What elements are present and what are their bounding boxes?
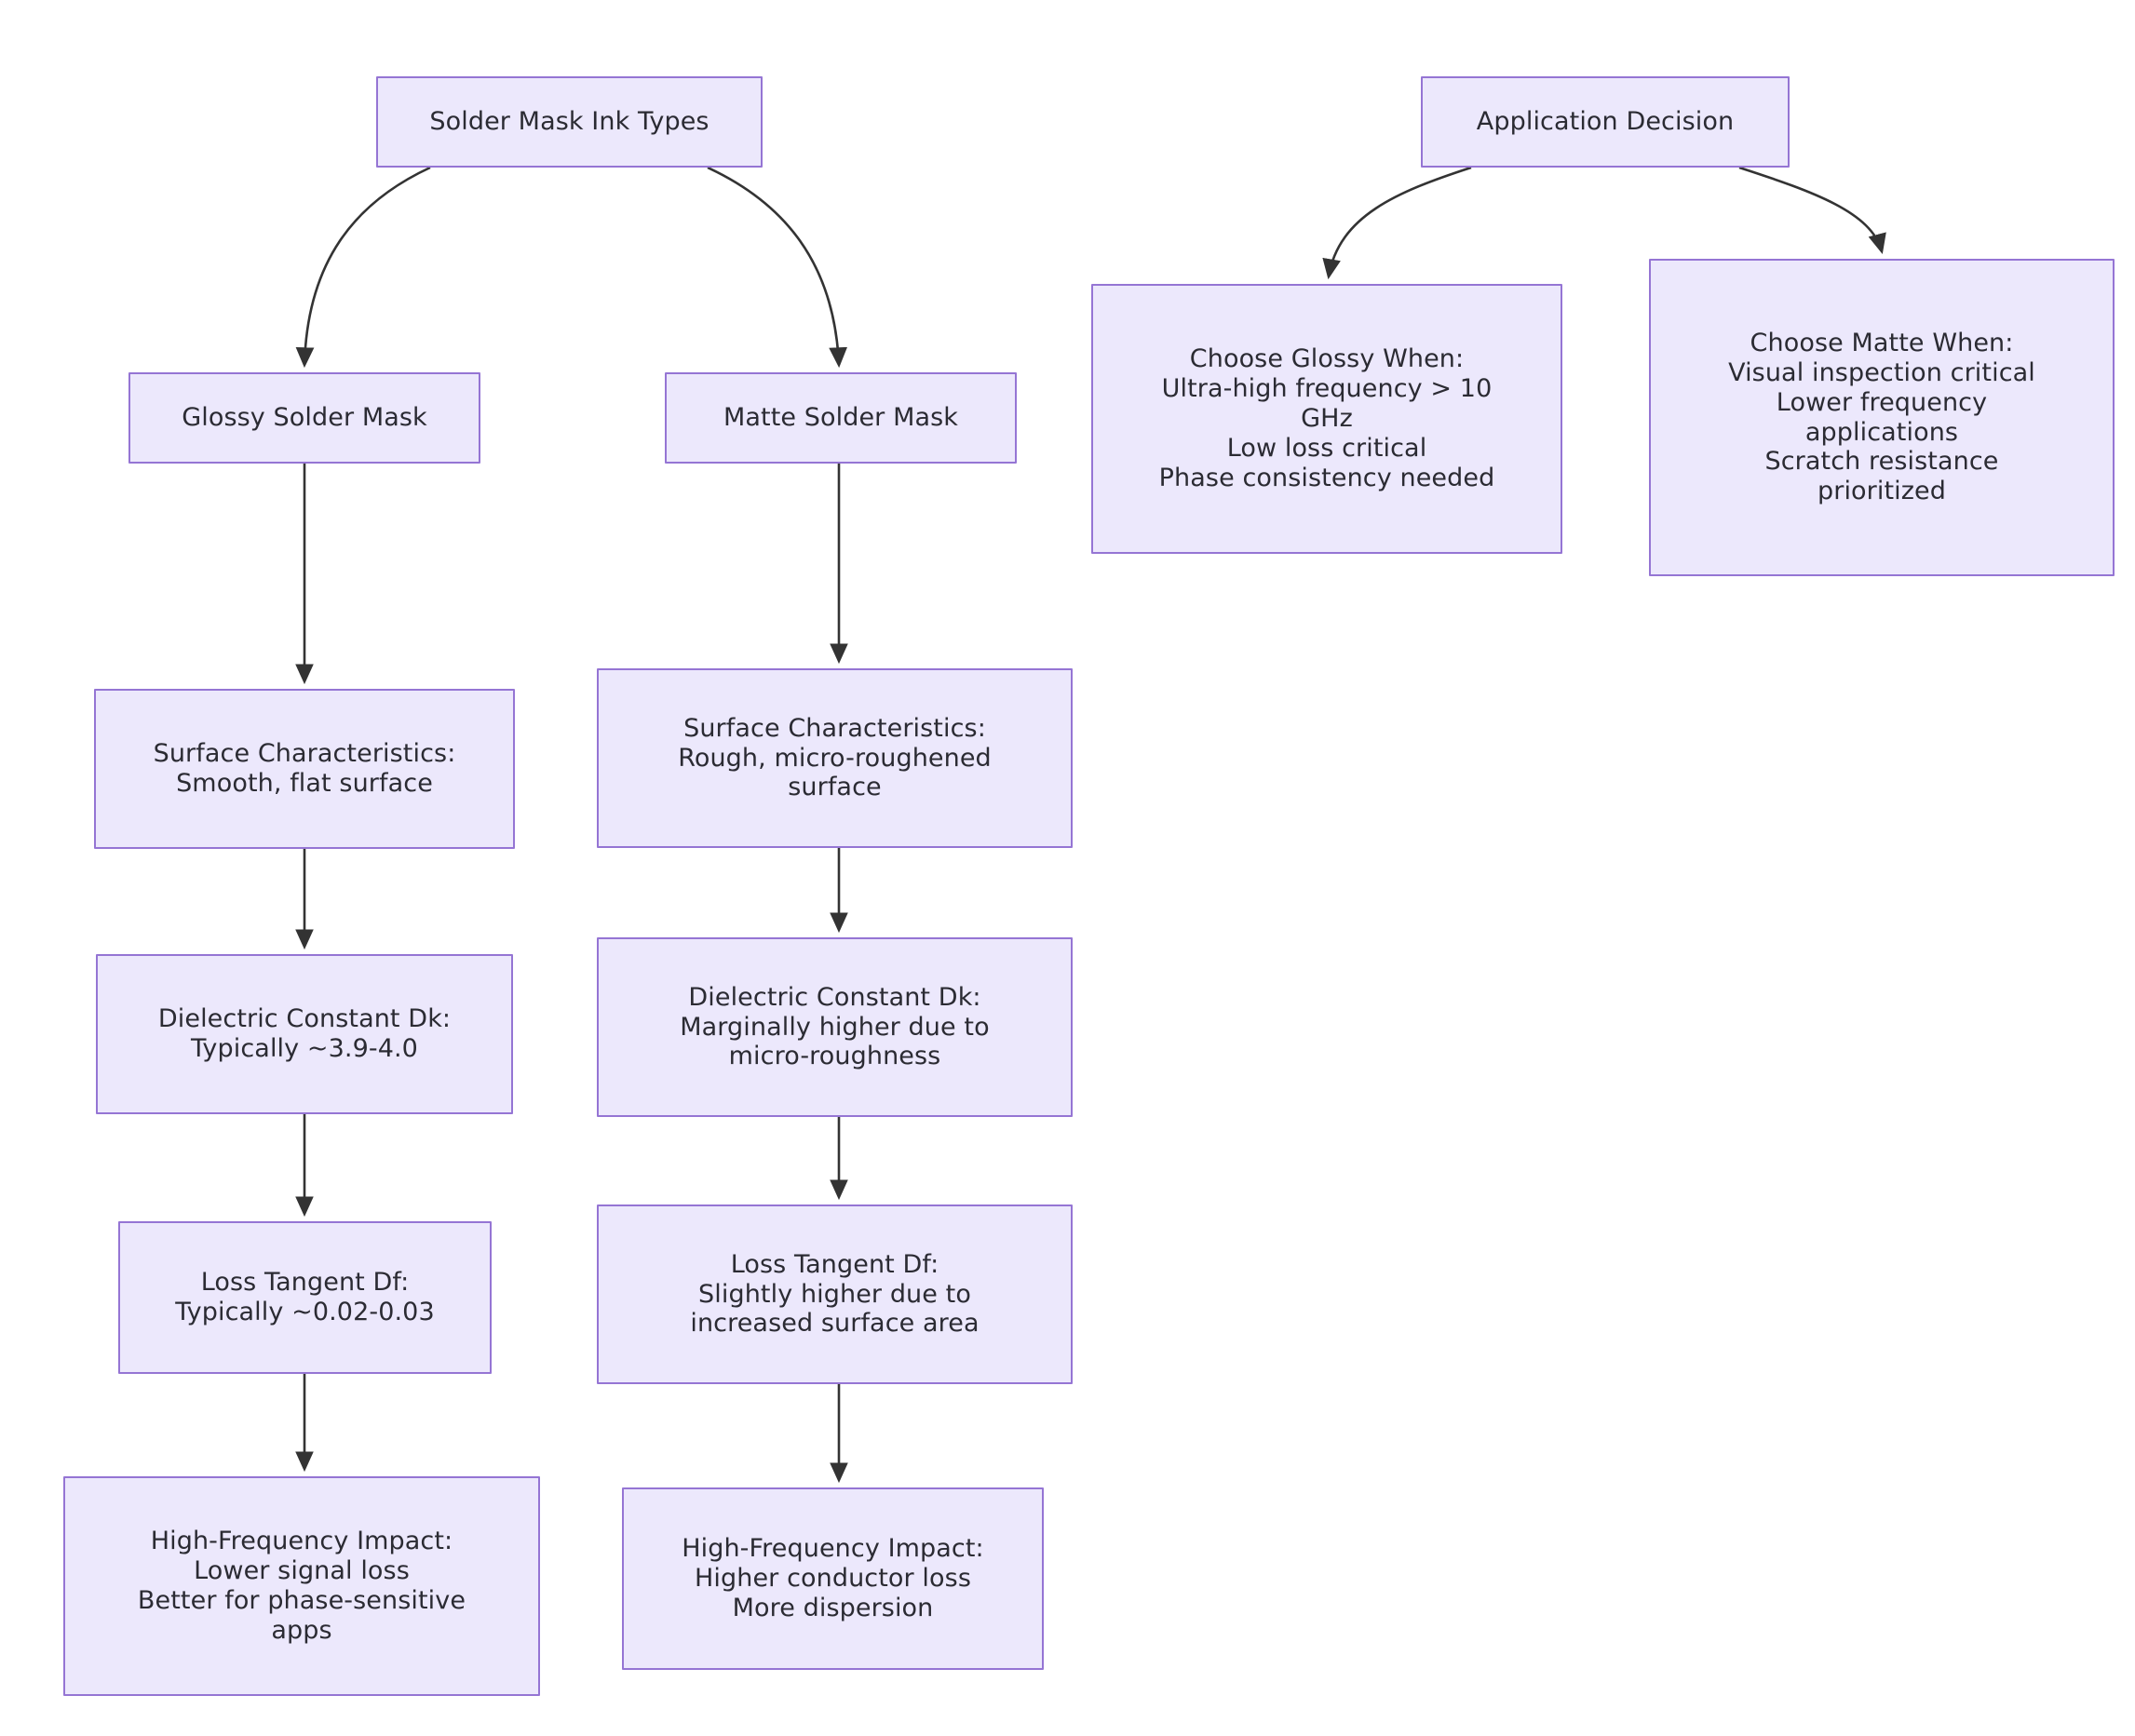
node-label: Solder Mask Ink Types <box>429 107 709 137</box>
node-matte-dielectric-constant[interactable]: Dielectric Constant Dk: Marginally highe… <box>597 937 1073 1117</box>
node-label: Matte Solder Mask <box>723 403 959 433</box>
node-label: Glossy Solder Mask <box>182 403 427 433</box>
node-matte-solder-mask[interactable]: Matte Solder Mask <box>665 372 1017 464</box>
node-label: High-Frequency Impact: Higher conductor … <box>682 1534 984 1622</box>
edge-decision-to-choose-glossy <box>1322 166 1472 280</box>
node-label: Dielectric Constant Dk: Typically ~3.9-4… <box>157 1004 452 1063</box>
edge-root-to-matte <box>707 166 848 369</box>
node-label: Loss Tangent Df: Typically ~0.02-0.03 <box>175 1268 435 1326</box>
node-label: Choose Glossy When: Ultra-high frequency… <box>1158 344 1495 492</box>
node-glossy-high-frequency-impact[interactable]: High-Frequency Impact: Lower signal loss… <box>63 1476 540 1696</box>
node-glossy-solder-mask[interactable]: Glossy Solder Mask <box>128 372 480 464</box>
node-label: Dielectric Constant Dk: Marginally highe… <box>680 982 990 1071</box>
node-matte-high-frequency-impact[interactable]: High-Frequency Impact: Higher conductor … <box>622 1487 1044 1670</box>
node-label: Surface Characteristics: Smooth, flat su… <box>153 739 456 798</box>
node-glossy-dielectric-constant[interactable]: Dielectric Constant Dk: Typically ~3.9-4… <box>96 954 513 1114</box>
edge-root-to-glossy <box>295 166 431 369</box>
node-label: High-Frequency Impact: Lower signal loss… <box>137 1527 466 1645</box>
node-glossy-loss-tangent[interactable]: Loss Tangent Df: Typically ~0.02-0.03 <box>118 1221 492 1374</box>
node-label: Choose Matte When: Visual inspection cri… <box>1728 328 2035 506</box>
node-choose-glossy-when[interactable]: Choose Glossy When: Ultra-high frequency… <box>1091 284 1562 554</box>
node-application-decision[interactable]: Application Decision <box>1421 76 1790 168</box>
node-label: Surface Characteristics: Rough, micro-ro… <box>678 713 992 802</box>
edge-decision-to-choose-matte <box>1738 166 1886 255</box>
node-label: Loss Tangent Df: Slightly higher due to … <box>690 1249 980 1339</box>
node-glossy-surface-characteristics[interactable]: Surface Characteristics: Smooth, flat su… <box>94 689 515 849</box>
node-matte-loss-tangent[interactable]: Loss Tangent Df: Slightly higher due to … <box>597 1204 1073 1384</box>
node-solder-mask-ink-types[interactable]: Solder Mask Ink Types <box>376 76 763 168</box>
node-choose-matte-when[interactable]: Choose Matte When: Visual inspection cri… <box>1649 259 2115 576</box>
node-matte-surface-characteristics[interactable]: Surface Characteristics: Rough, micro-ro… <box>597 668 1073 848</box>
node-label: Application Decision <box>1476 107 1735 137</box>
